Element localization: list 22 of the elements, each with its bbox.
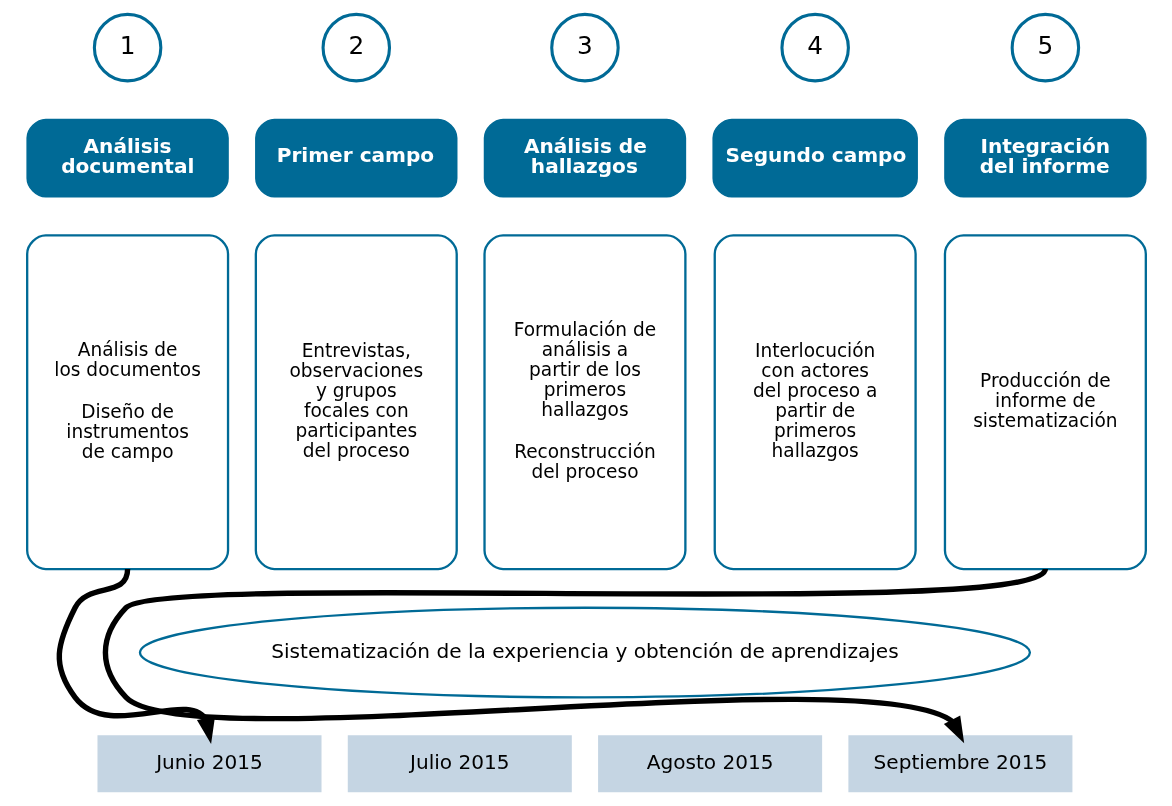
node-box: Septiembre 2015 — [847, 735, 1072, 793]
node-circle: 2 — [321, 12, 391, 83]
node-box: Análisis documental — [25, 118, 229, 198]
node-box: Interlocución con actores del proceso a partir de primeros hallazgos — [713, 234, 917, 571]
arrow — [102, 566, 1047, 744]
node-box: Integración del informe — [943, 118, 1147, 198]
arrow — [56, 568, 215, 744]
node-circle: 4 — [779, 12, 850, 83]
node-box: Junio 2015 — [96, 735, 322, 793]
node-circle: 1 — [92, 12, 162, 83]
node-box: Análisis de hallazgos — [483, 118, 686, 198]
node-box: Agosto 2015 — [597, 735, 822, 793]
node-box: Segundo campo — [711, 118, 918, 198]
node-box: Entrevistas, observaciones y grupos focales con participantes del proceso — [254, 234, 458, 571]
node-circle: 3 — [549, 12, 620, 83]
node-ellipse: Sistematización de la experiencia y obtención de aprendizajes — [138, 606, 1031, 699]
node-box: Julio 2015 — [347, 735, 572, 793]
node-box: Análisis de los documentos Diseño de instrumentos de campo — [25, 234, 229, 571]
node-box: Formulación de análisis a partir de los primeros hallazgos Reconstrucción del proceso — [482, 234, 687, 571]
node-box: Producción de informe de sistematización — [943, 234, 1147, 571]
node-circle: 5 — [1010, 12, 1080, 83]
node-box: Primer campo — [254, 118, 457, 198]
